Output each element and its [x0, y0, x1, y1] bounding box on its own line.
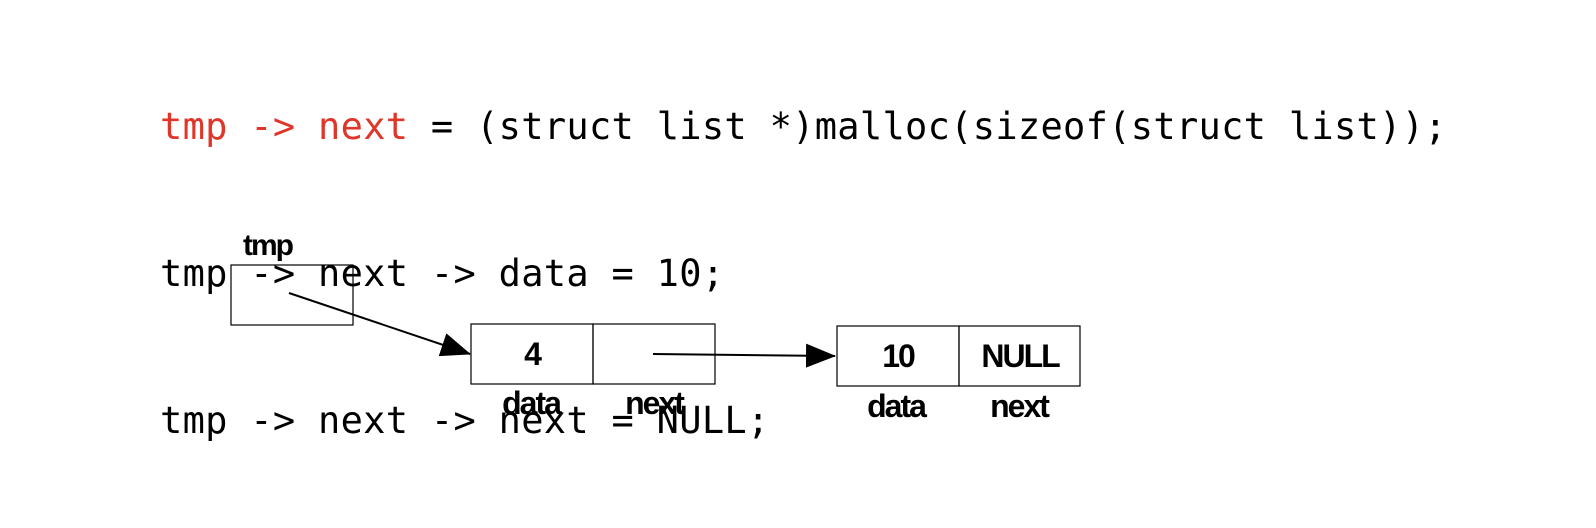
code-line-3: tmp -> next -> next = NULL; [160, 399, 770, 442]
tmp-to-node1-arrow [288, 292, 471, 357]
node2-data-value: 10 [882, 338, 915, 374]
code-line-1-rest: = (struct list *)malloc(sizeof(struct li… [408, 105, 1447, 148]
node2-next-label: next [990, 388, 1050, 424]
node1-data-value: 4 [524, 336, 542, 372]
tmp-label: tmp [243, 229, 294, 262]
code-highlight-next: next [318, 105, 409, 148]
node1-to-node2-arrow [652, 343, 836, 368]
node1-next-label: next [625, 385, 685, 421]
node2-next-value: NULL [981, 338, 1060, 374]
code-line-2: tmp -> next -> data = 10; [160, 252, 725, 295]
node2-next-cell [958, 325, 1081, 387]
code-line-1: tmp -> next = (struct list *)malloc(size… [160, 102, 1447, 151]
code-block: tmp -> next = (struct list *)malloc(size… [160, 4, 1447, 494]
node1-data-label: data [502, 385, 562, 421]
code-highlight-arrow: -> [227, 105, 319, 148]
tmp-pointer-box [230, 264, 354, 326]
code-highlight-tmp: tmp [160, 105, 228, 148]
node2-data-label: data [867, 388, 927, 424]
